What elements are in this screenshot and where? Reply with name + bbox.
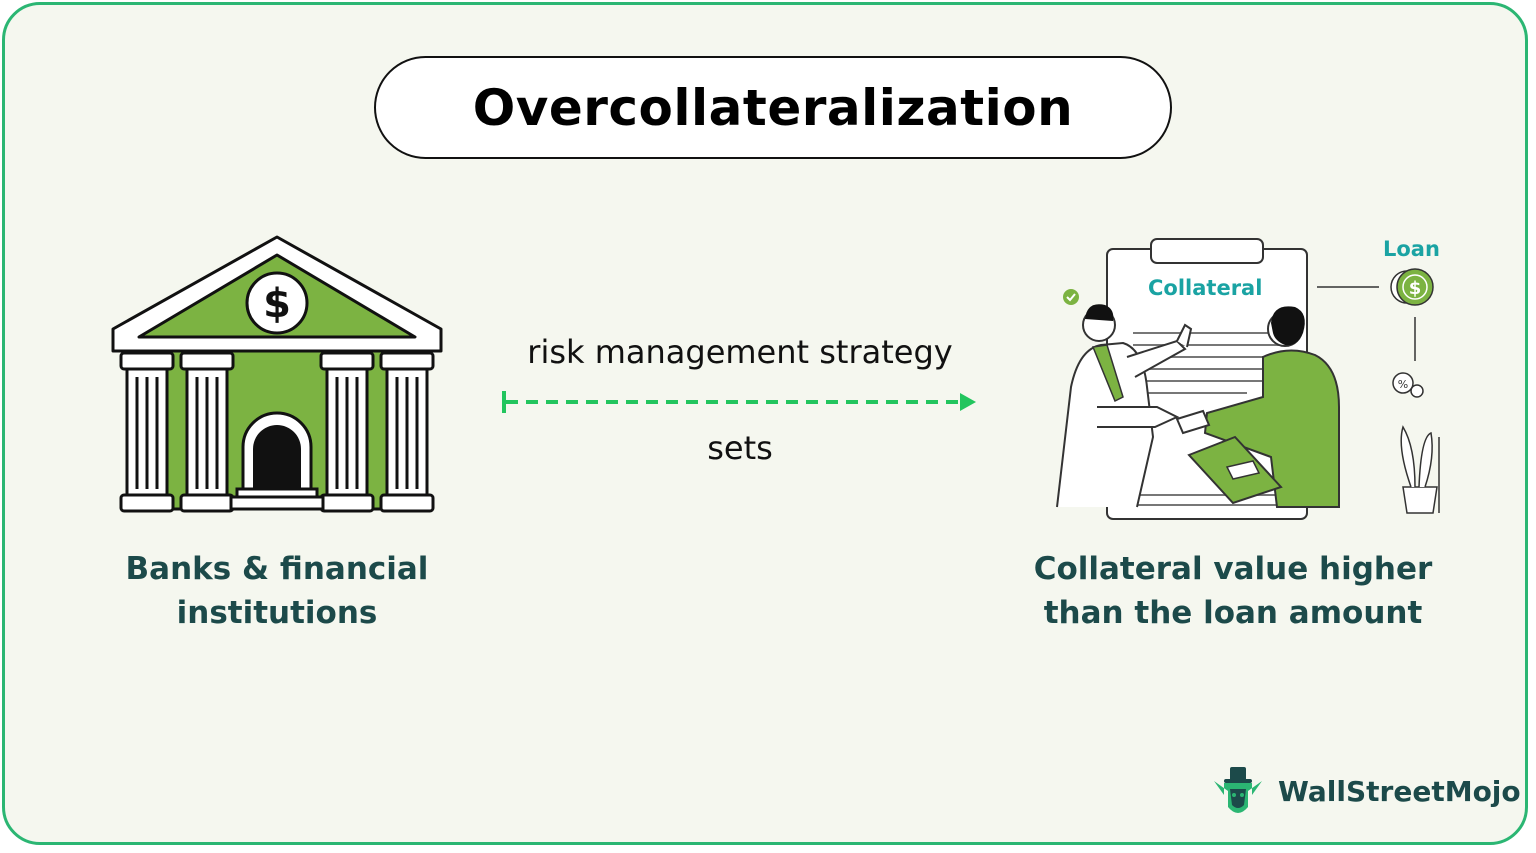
dashed-arrow [502,391,976,413]
left-caption-line2: institutions [176,595,378,631]
handshake-illustration: $ % [1056,238,1440,520]
right-caption: Collateral value higher than the loan am… [1013,547,1453,635]
loan-label: Loan [1383,237,1440,261]
right-caption-line1: Collateral value higher [1033,551,1433,587]
mojo-logo-icon [1214,767,1262,813]
arrow-label-top: risk management strategy [527,333,953,371]
brand-name: WallStreetMojo [1278,774,1521,808]
bank-icon: $ [111,235,443,513]
title-banner: Overcollateralization [374,56,1172,159]
left-caption: Banks & financial institutions [87,547,467,635]
brand-logo: WallStreetMojo [1208,761,1521,821]
page-title: Overcollateralization [472,78,1074,137]
svg-text:$: $ [1409,278,1422,299]
collateral-document-label: Collateral [1148,276,1263,300]
left-caption-line1: Banks & financial [125,551,429,587]
svg-text:$: $ [263,281,291,327]
right-caption-line2: than the loan amount [1043,595,1423,631]
svg-text:%: % [1398,378,1408,391]
arrow-label-bottom: sets [707,429,773,467]
